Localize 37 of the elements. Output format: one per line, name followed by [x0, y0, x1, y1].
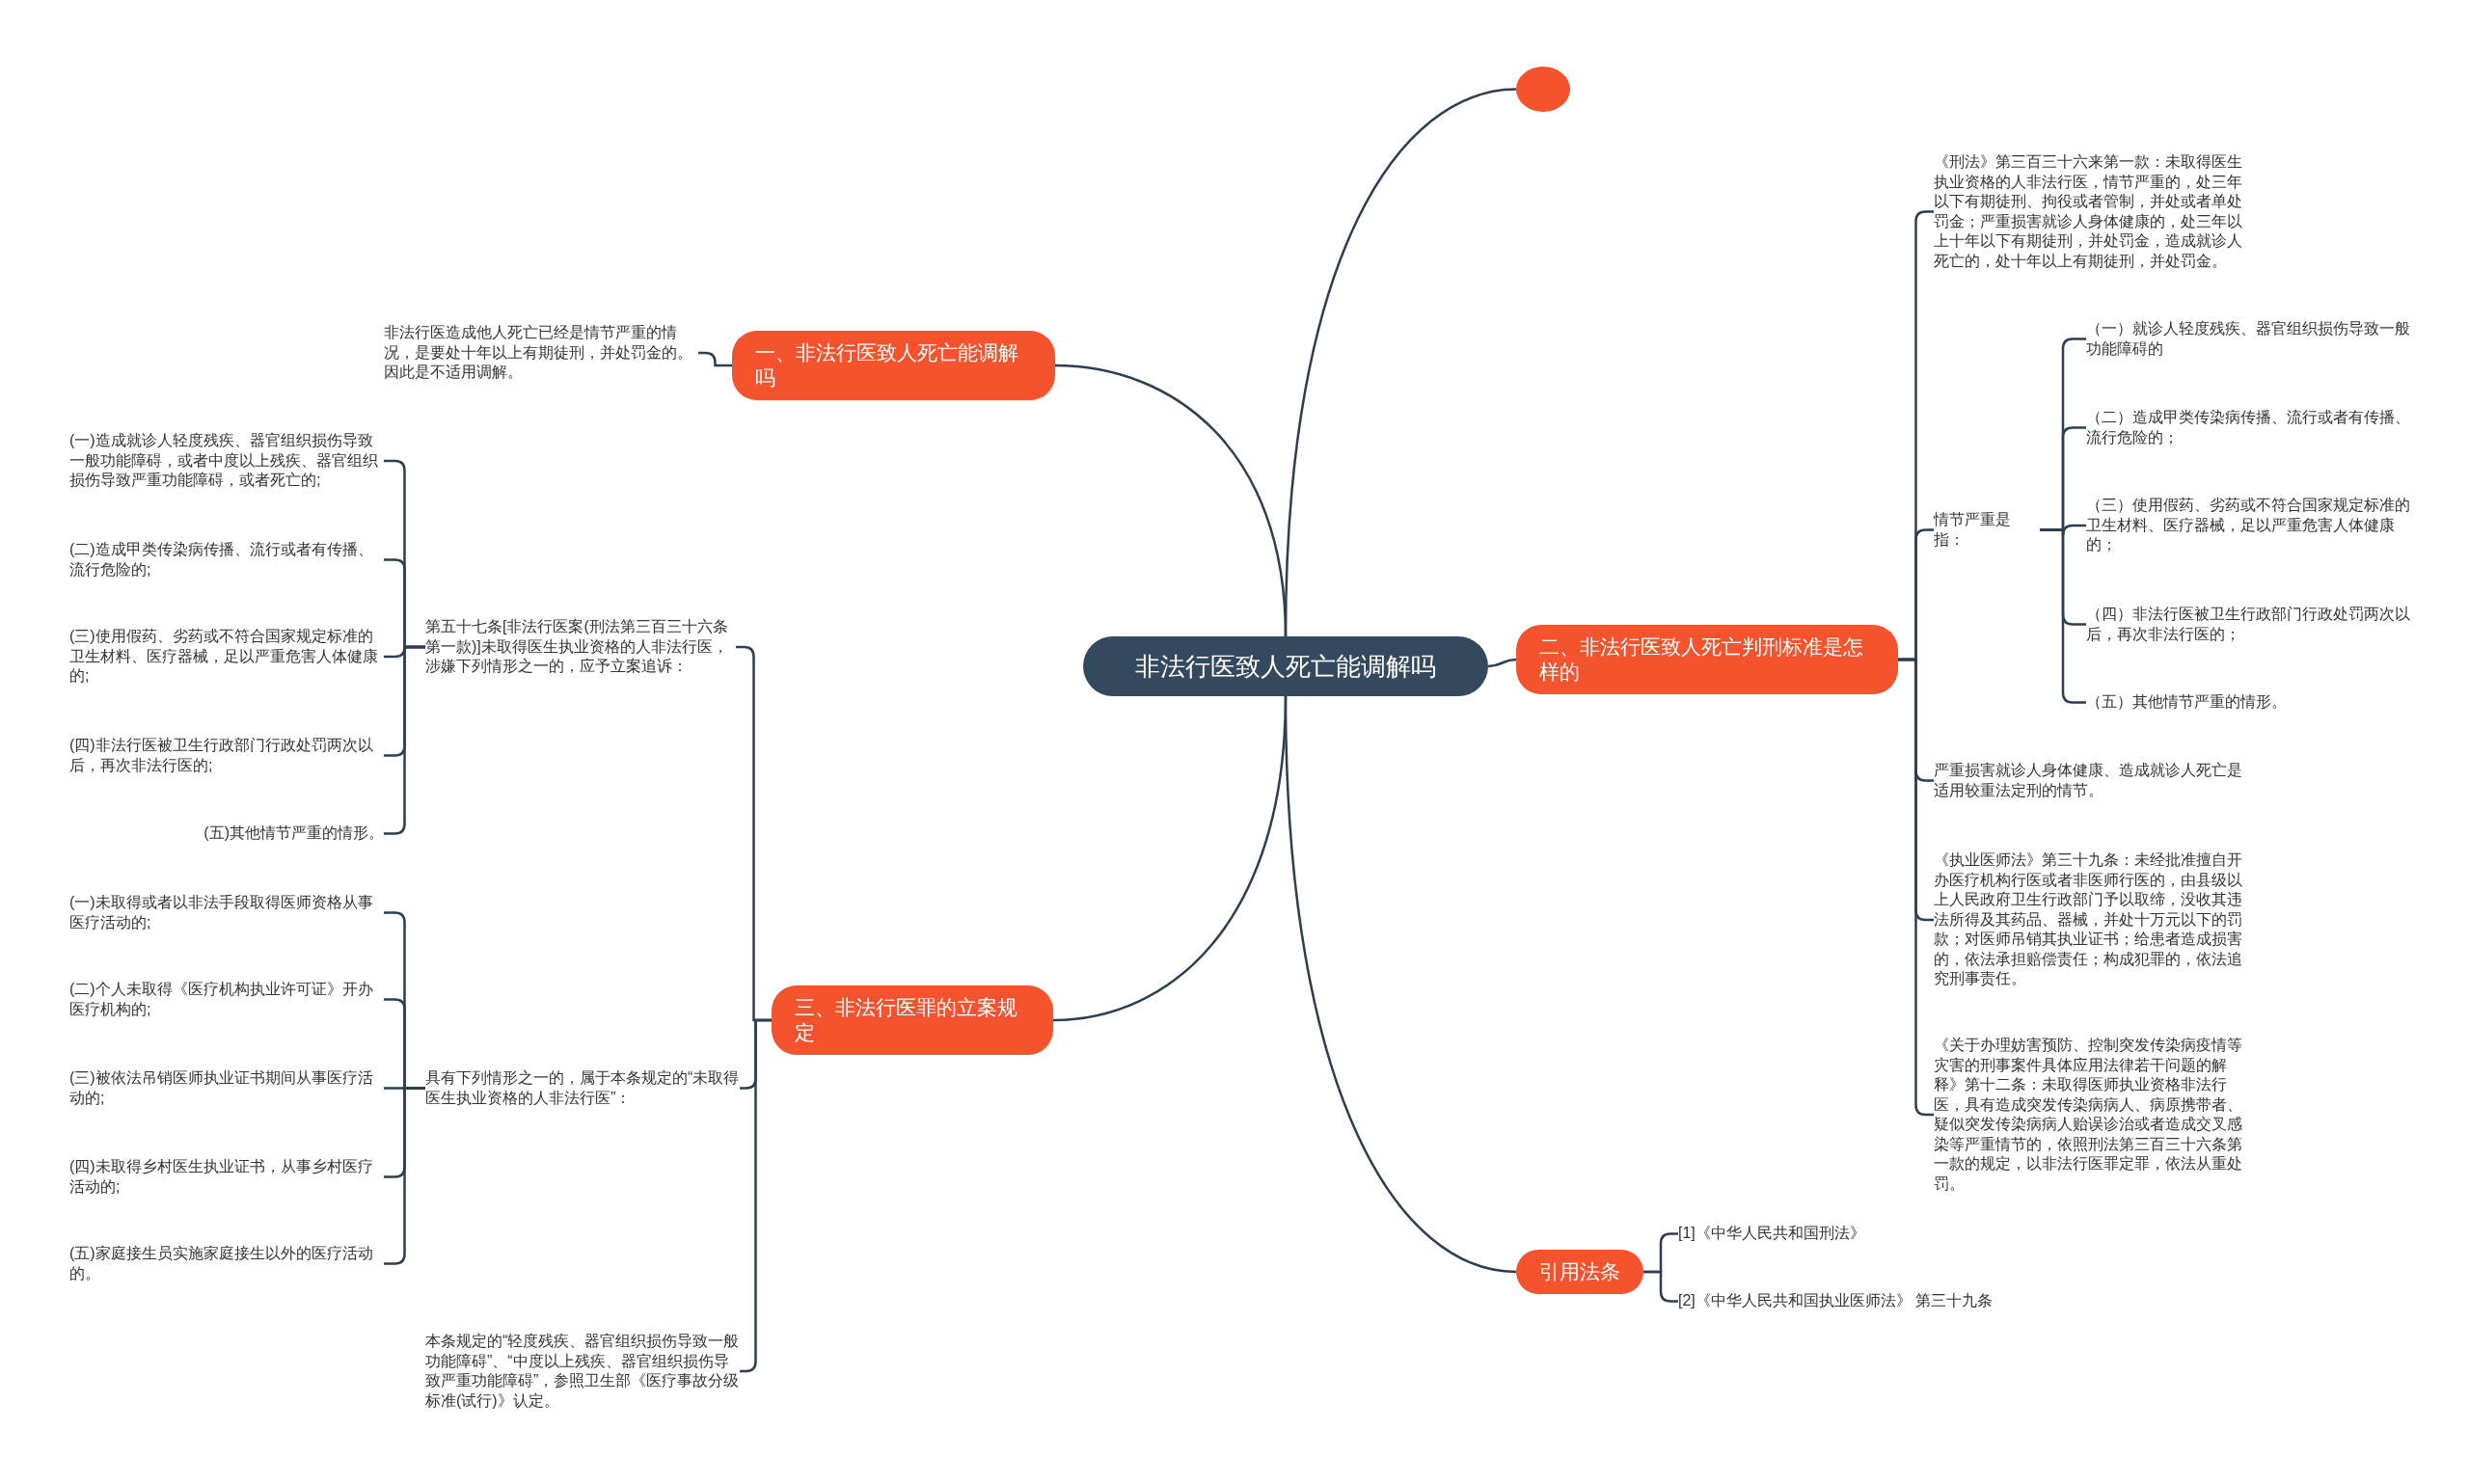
topic-text: 本条规定的“轻度残疾、器官组织损伤导致一般功能障碍”、“中度以上残疾、器官组织损伤导致严重功能障碍”，参照卫生部《医疗事故分级标准(试行)》认定。 [425, 1332, 740, 1411]
topic-text: (二)造成甲类传染病传播、流行或者有传播、流行危险的; [69, 540, 384, 580]
connector-line [1054, 364, 1288, 637]
topic-text: [2]《中华人民共和国执业医师法》 第三十九条 [1678, 1291, 1996, 1311]
topic-text: 情节严重是指： [1934, 510, 2040, 550]
topic-text: (四)未取得乡村医生执业证书，从事乡村医疗活动的; [69, 1157, 384, 1197]
branch-topic: 一、非法行医致人死亡能调解吗 [732, 331, 1055, 400]
topic-text: （一）就诊人轻度残疾、器官组织损伤导致一般功能障碍的 [2086, 319, 2410, 359]
topic-text: (一)造成就诊人轻度残疾、器官组织损伤导致一般功能障碍，或者中度以上残疾、器官组织损伤导致严重功能障碍，或者死亡的; [69, 431, 384, 491]
connector-line [1643, 1270, 1678, 1303]
topic-text: （五）其他情节严重的情形。 [2086, 692, 2410, 713]
connector-line [1284, 695, 1517, 1274]
topic-text: 具有下列情形之一的，属于本条规定的“未取得医生执业资格的人非法行医”： [425, 1068, 740, 1108]
connector-line [698, 351, 732, 367]
topic-text: (一)未取得或者以非法手段取得医师资格从事医疗活动的; [69, 893, 384, 932]
branch-topic: 二、非法行医致人死亡判刑标准是怎样的 [1516, 625, 1898, 694]
topic-text: 《刑法》第三百三十六来第一款：未取得医生执业资格的人非法行医，情节严重的，处三年以下有期徒刑、拘役或者管制，并处或者单处罚金；严重损害就诊人身体健康的，处三年以上十年以下有期徒刑，并处罚金，造成就诊人死亡的，处十年以上有期徒刑，并处罚金。 [1934, 152, 2252, 271]
topic-text: (三)使用假药、劣药或不符合国家规定标准的卫生材料、医疗器械，足以严重危害人体健康的; [69, 627, 384, 687]
connector-line [1487, 658, 1517, 668]
topic-text: （四）非法行医被卫生行政部门行政处罚两次以后，再次非法行医的； [2086, 605, 2410, 644]
topic-text: 非法行医造成他人死亡已经是情节严重的情况，是要处十年以上有期徒刑，并处罚金的。因此是不适用调解。 [384, 323, 698, 383]
topic-text: 第五十七条[非法行医案(刑法第三百三十六条第一款)]未取得医生执业资格的人非法行医，涉嫌下列情形之一的，应予立案追诉： [425, 617, 736, 677]
topic-text: （二）造成甲类传染病传播、流行或者有传播、流行危险的； [2086, 408, 2410, 447]
topic-text: (五)其他情节严重的情形。 [69, 823, 384, 844]
topic-text: (二)个人未取得《医疗机构执业许可证》开办医疗机构的; [69, 980, 384, 1019]
topic-text: [1]《中华人民共和国刑法》 [1678, 1224, 1996, 1244]
central-topic: 非法行医致人死亡能调解吗 [1083, 636, 1488, 696]
topic-text: (五)家庭接生员实施家庭接生以外的医疗活动的。 [69, 1244, 384, 1283]
topic-text: 《执业医师法》第三十九条：未经批准擅自开办医疗机构行医或者非医师行医的，由县级以上人民政府卫生行政部门予以取缔，没收其违法所得及其药品、器械，并处十万元以下的罚款；对医师吊销其执业证书；给患者造成损害的，依法承担赔偿责任；构成犯罪的，依法追究刑事责任。 [1934, 850, 2252, 989]
topic-text: 《关于办理妨害预防、控制突发传染病疫情等灾害的刑事案件具体应用法律若干问题的解释》第十二条：未取得医师执业资格非法行医，具有造成突发传染病病人、病原携带者、疑似突发传染病病人贻误诊治或者造成交叉感染等严重情节的，依照刑法第三百三十六条第一款的规定，以非法行医罪定罪，依法从重处罚。 [1934, 1036, 2252, 1194]
topic-text: (四)非法行医被卫生行政部门行政处罚两次以后，再次非法行医的; [69, 736, 384, 775]
topic-text: 严重损害就诊人身体健康、造成就诊人死亡是适用较重法定刑的情节。 [1934, 761, 2252, 800]
branch-topic: 三、非法行医罪的立案规定 [772, 985, 1053, 1055]
topic-text: （三）使用假药、劣药或不符合国家规定标准的卫生材料、医疗器械，足以严重危害人体健康的； [2086, 496, 2410, 555]
topic-text: (三)被依法吊销医师执业证书期间从事医疗活动的; [69, 1068, 384, 1108]
branch-topic: 引用法条 [1516, 1250, 1643, 1294]
empty-topic-circle [1516, 67, 1570, 112]
